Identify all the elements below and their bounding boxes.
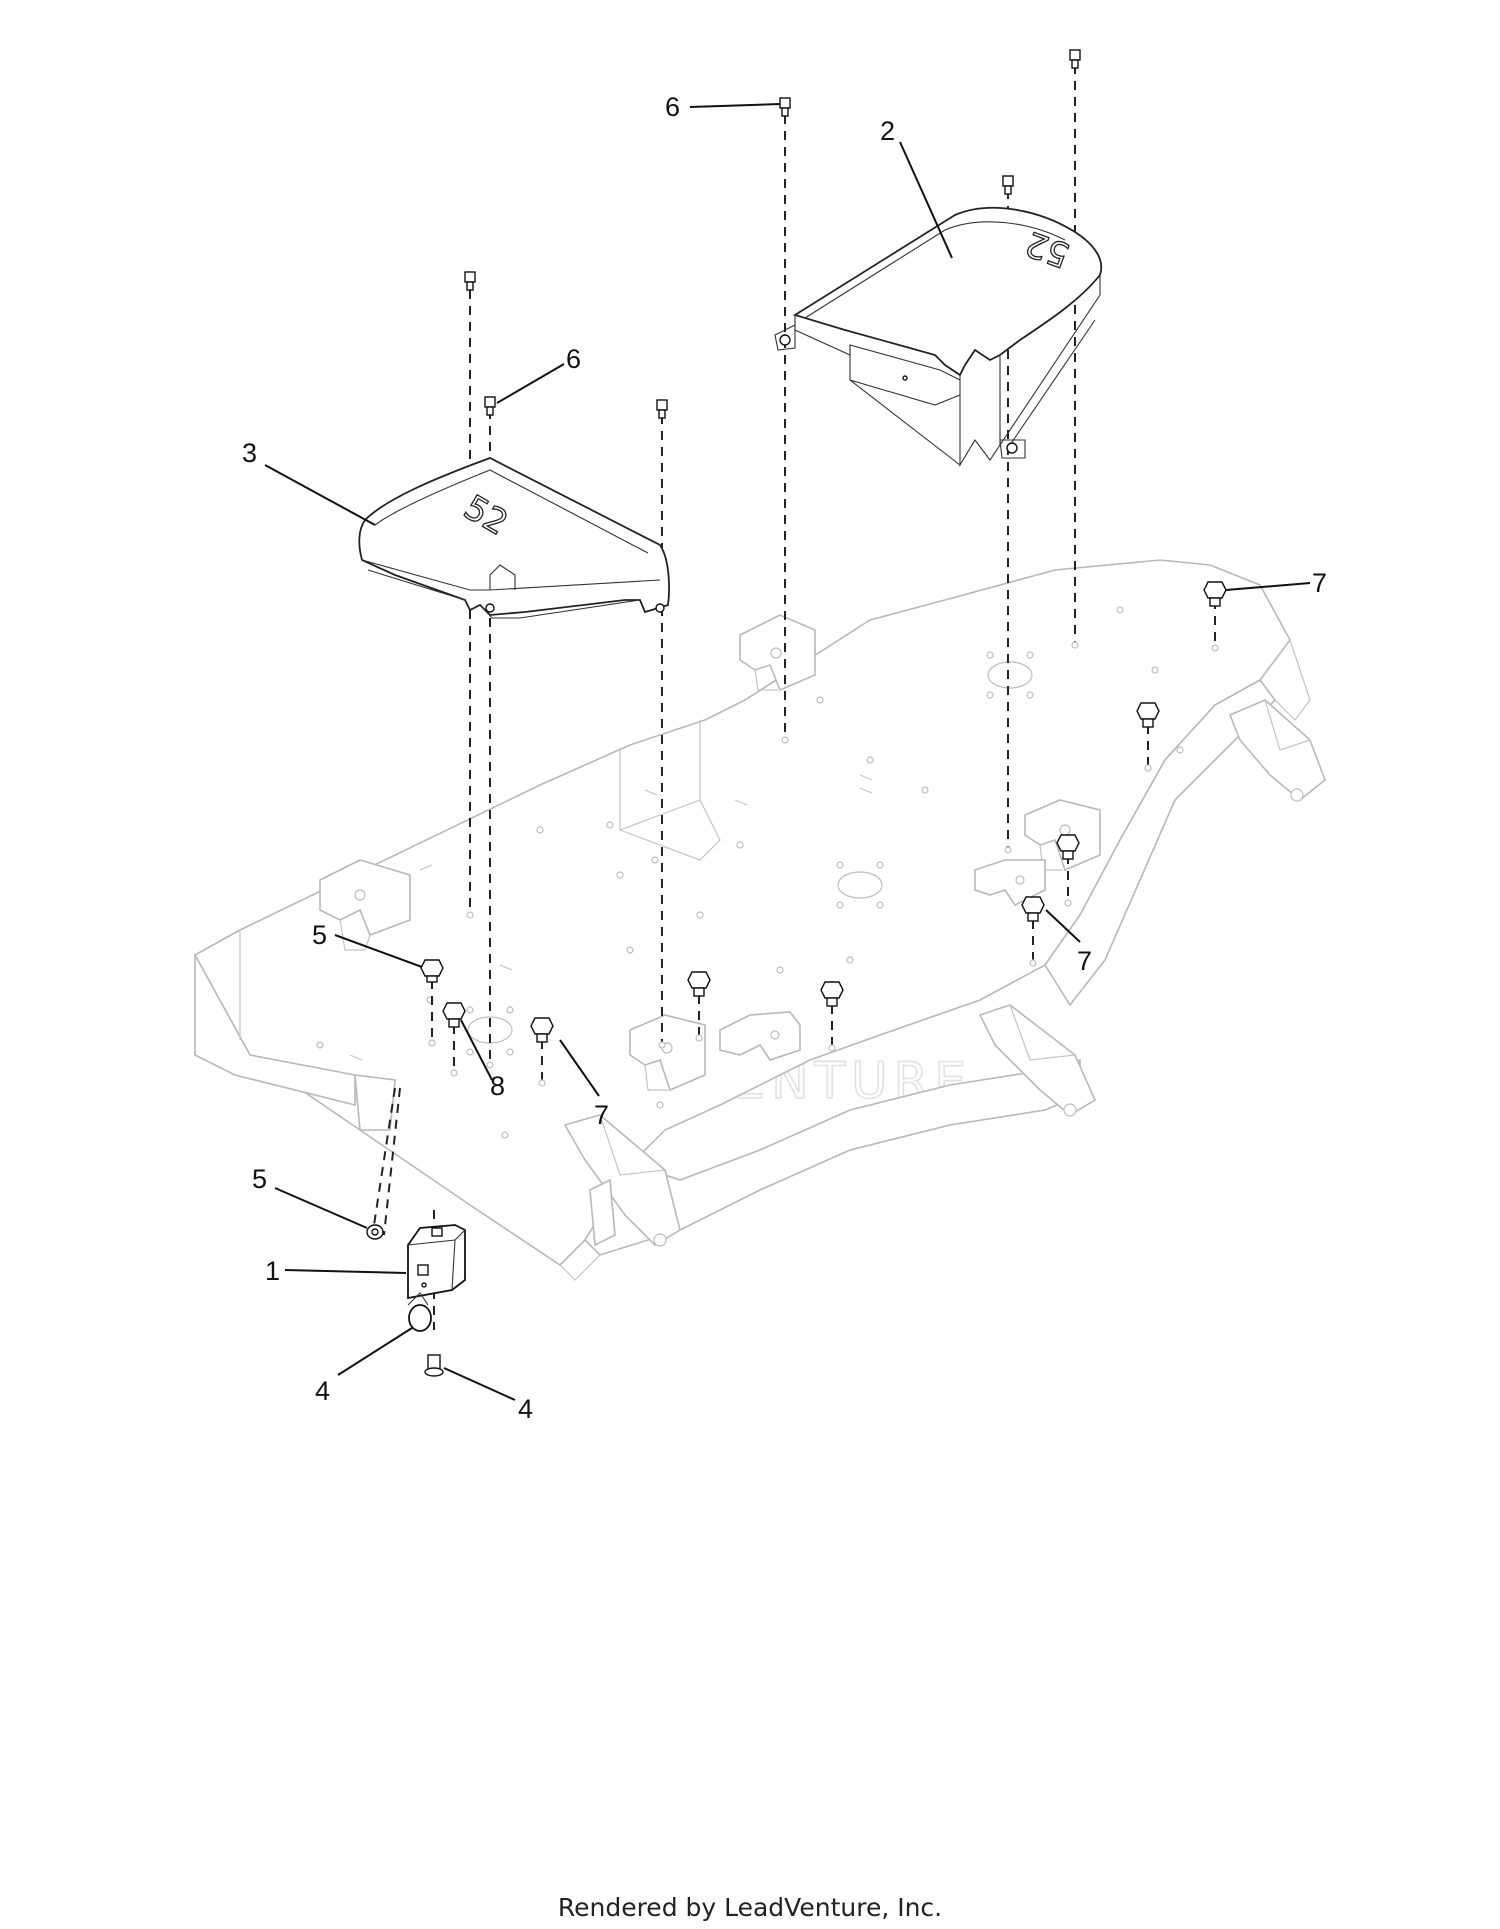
hardware-bolts (420, 49, 1227, 1087)
part-5-washer (366, 1224, 384, 1240)
deck-bracket (739, 614, 816, 692)
deck-wheel-arm (978, 1004, 1097, 1117)
right-belt-cover: 52 (774, 206, 1103, 467)
right-cover-body (792, 206, 1103, 377)
flange-bolt (530, 1017, 554, 1043)
callout-2: 2 (880, 116, 895, 146)
flange-bolt (442, 1002, 466, 1028)
deck-mounting-holes (316, 606, 1184, 1139)
flange-bolt (1021, 896, 1045, 922)
bolt (779, 97, 791, 117)
bolt (464, 271, 476, 291)
deck-bracket (629, 1014, 706, 1092)
callout-8: 8 (490, 1071, 505, 1101)
callout-7-center: 7 (1077, 946, 1092, 976)
deck-bracket (719, 1011, 801, 1061)
flange-bolt (1136, 702, 1160, 728)
flange-bolt (1056, 834, 1080, 860)
flange-bolt (820, 981, 844, 1007)
deck-bracket (974, 859, 1046, 907)
flange-nut (420, 959, 444, 983)
spindle-mount-center (836, 861, 884, 909)
deck-wheel-arm (563, 1114, 681, 1247)
callout-7-lower: 7 (594, 1100, 609, 1130)
bolt (1069, 49, 1081, 69)
callout-6-top: 6 (665, 92, 680, 122)
deck-rear-skirt (1044, 678, 1277, 1007)
callout-4-right: 4 (518, 1394, 533, 1424)
part-4-screw (424, 1354, 444, 1377)
footer-credit: Rendered by LeadVenture, Inc. (557, 1893, 943, 1922)
flange-bolt (1203, 581, 1227, 607)
callout-7-right: 7 (1312, 568, 1327, 598)
bolt (1002, 175, 1014, 195)
flange-bolt (687, 971, 711, 997)
left-cover-body (358, 457, 670, 616)
bolt (484, 396, 496, 416)
deck-guard (589, 1178, 616, 1247)
deck-wheel-arm (1228, 699, 1326, 802)
callout-6-left: 6 (566, 344, 581, 374)
spindle-mount-right (986, 651, 1034, 699)
deck-front-skirt (194, 954, 356, 1107)
part-1-bracket (407, 1224, 466, 1300)
deck-skirt-lower (354, 1074, 396, 1131)
deck-bracket (319, 859, 411, 951)
callout-5-upper: 5 (312, 920, 327, 950)
part-4-knob (407, 1292, 432, 1332)
callout-3: 3 (242, 438, 257, 468)
left-belt-cover: 52 (358, 457, 670, 619)
callouts: 6 2 3 6 7 7 7 5 8 5 1 4 4 (242, 92, 1327, 1424)
callout-4-left: 4 (315, 1376, 330, 1406)
callout-1: 1 (265, 1256, 280, 1286)
leader-lines (264, 103, 1311, 1401)
bolt (656, 399, 668, 419)
mower-deck (193, 559, 1326, 1281)
callout-5-lower: 5 (252, 1164, 267, 1194)
